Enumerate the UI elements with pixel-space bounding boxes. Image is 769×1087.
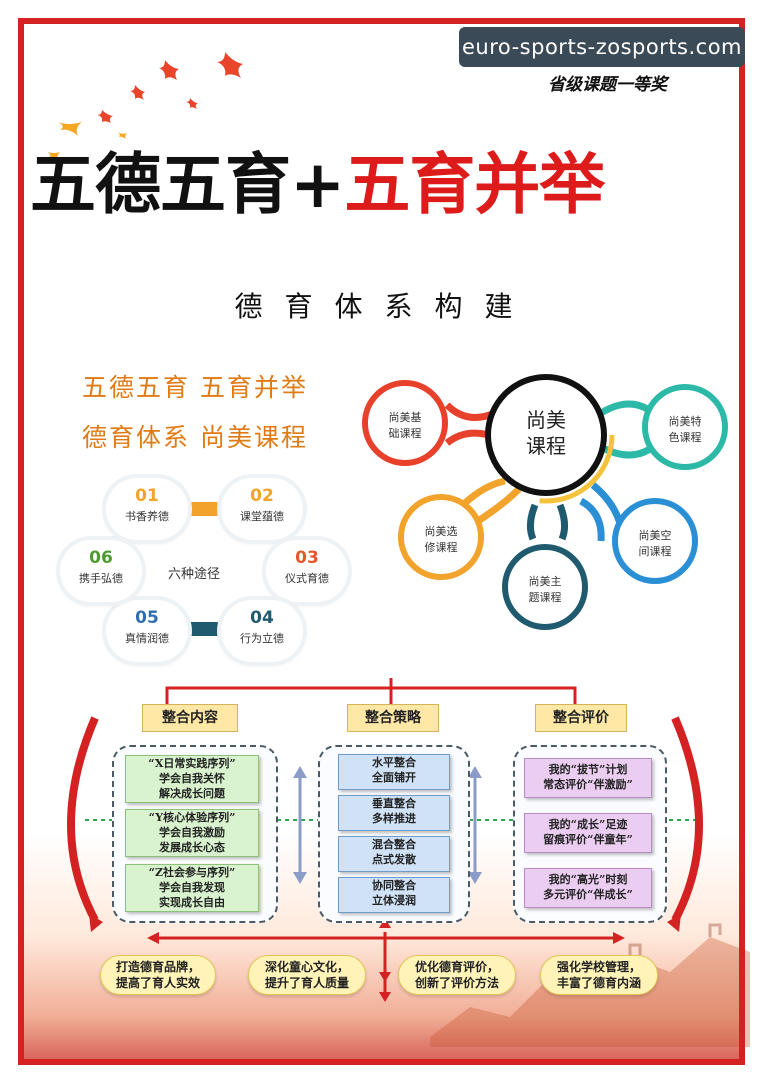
mindmap-node-label: 尚美特 bbox=[669, 414, 702, 428]
mindmap-node-ring bbox=[502, 544, 588, 630]
strategy-item: 垂直整合多样推进 bbox=[338, 795, 450, 831]
mindmap-node-ring bbox=[642, 384, 728, 470]
mindmap-center-line-1: 尚美 bbox=[526, 408, 566, 432]
mindmap-center-node: 尚美 课程 bbox=[477, 366, 615, 504]
outcome-item: 打造德育品牌，提高了育人实效 bbox=[100, 955, 216, 995]
content-item-z: “Z社会参与序列”学会自我发现实现成长自由 bbox=[125, 864, 259, 912]
page-subtitle: 德育体系构建 bbox=[234, 290, 535, 323]
mindmap-node-label: 修课程 bbox=[425, 540, 458, 554]
mindmap-node-label: 色课程 bbox=[669, 430, 702, 444]
red-page-frame bbox=[18, 18, 745, 1065]
watermark-banner: euro-sports-zosports.com bbox=[459, 27, 745, 67]
header-strategy: 整合策略 bbox=[347, 704, 439, 732]
mindmap-node-label: 尚美主 bbox=[529, 574, 562, 588]
title-part-red: 五育并举 bbox=[344, 146, 605, 223]
mindmap-node-label: 间课程 bbox=[639, 545, 672, 558]
content-item-x: “X日常实践序列”学会自我关怀解决成长问题 bbox=[125, 755, 259, 803]
mindmap-node-label: 础课程 bbox=[389, 427, 422, 440]
mindmap-center-line-2: 课程 bbox=[526, 434, 566, 458]
strategy-item: 协同整合立体浸润 bbox=[338, 877, 450, 913]
mindmap-node-label: 题课程 bbox=[529, 591, 562, 604]
evaluation-item: 我的“拔节”计划常态评价“伴激励” bbox=[524, 758, 652, 798]
ring-connector bbox=[186, 622, 220, 636]
strategy-item: 水平整合全面铺开 bbox=[338, 754, 450, 790]
award-label: 省级课题一等奖 bbox=[548, 75, 667, 95]
evaluation-item: 我的“成长”足迹留痕评价“伴童年” bbox=[524, 813, 652, 853]
mindmap-node-label: 尚美基 bbox=[389, 410, 422, 424]
outcome-item: 强化学校管理，丰富了德育内涵 bbox=[540, 955, 658, 995]
evaluation-item: 我的“高光”时刻多元评价“伴成长” bbox=[524, 868, 652, 908]
mindmap-node-ring bbox=[398, 494, 484, 580]
mindmap-node-label: 尚美空 bbox=[639, 528, 672, 542]
header-content: 整合内容 bbox=[142, 704, 238, 732]
page-title: 五德五育+五育并举 bbox=[30, 152, 740, 218]
header-evaluation: 整合评价 bbox=[535, 704, 627, 732]
ring-connector bbox=[185, 502, 219, 516]
outcome-item: 优化德育评价，创新了评价方法 bbox=[398, 955, 516, 995]
six-paths-center-label: 六种途径 bbox=[168, 567, 221, 582]
mindmap-node-ring bbox=[362, 380, 448, 466]
integration-arrows bbox=[67, 678, 703, 1002]
flying-birds-decoration bbox=[48, 52, 243, 160]
slogan-line-1: 五德五育 五育并举 bbox=[82, 373, 308, 402]
mindmap-node-label: 尚美选 bbox=[425, 524, 458, 538]
slogan-line-2: 德育体系 尚美课程 bbox=[82, 423, 308, 452]
mindmap-node-ring bbox=[612, 498, 698, 584]
title-part-black: 五德五育+ bbox=[30, 146, 345, 223]
strategy-item: 混合整合点式发散 bbox=[338, 836, 450, 872]
content-item-y: “Y核心体验序列”学会自我激励发展成长心态 bbox=[125, 809, 259, 857]
outcome-item: 深化童心文化，提升了育人质量 bbox=[248, 955, 366, 995]
